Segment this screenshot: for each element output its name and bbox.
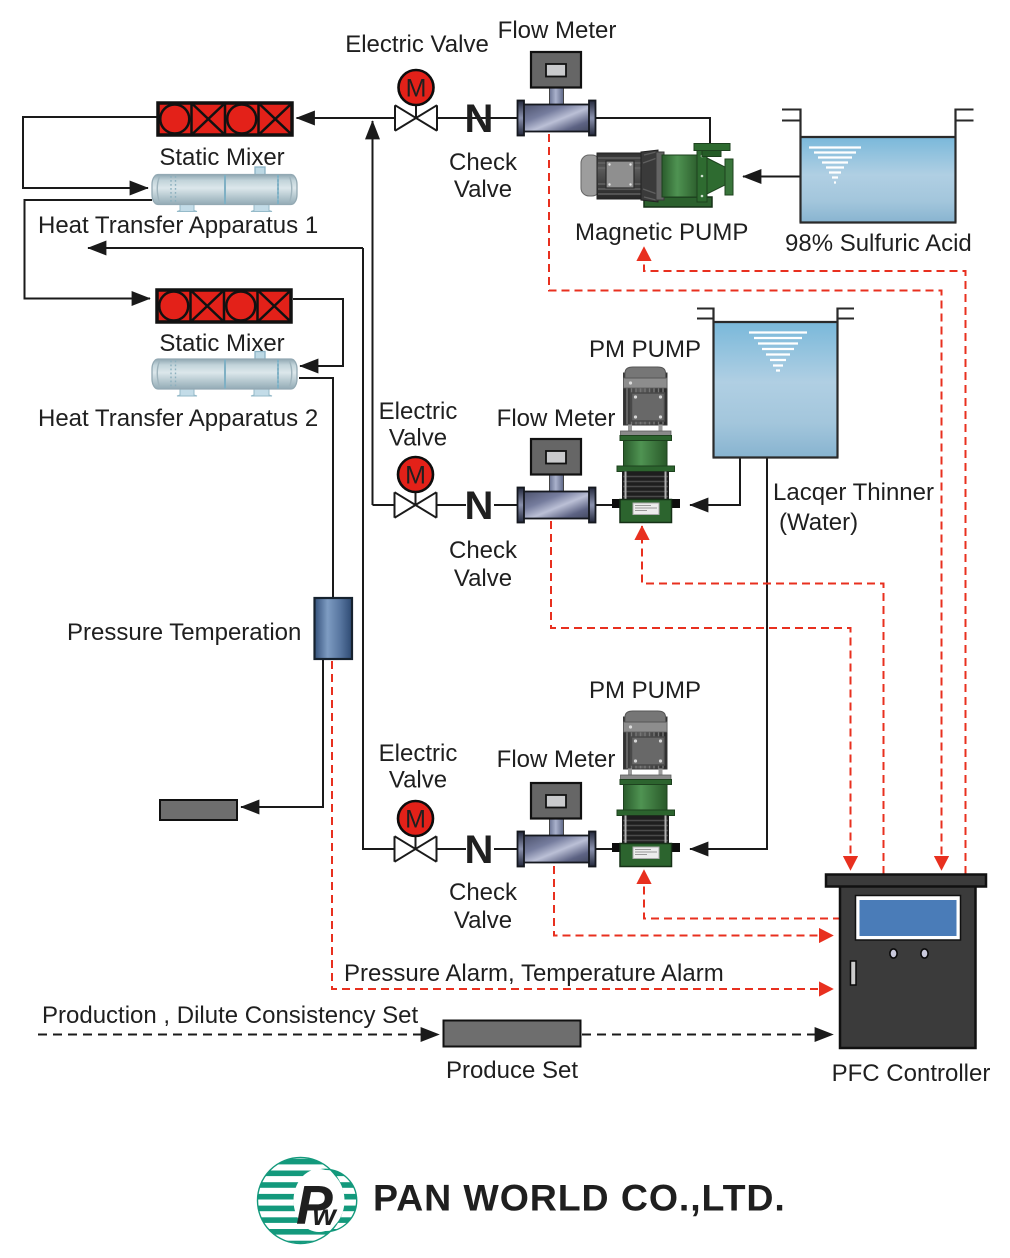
svg-text:Flow Meter: Flow Meter: [497, 405, 616, 432]
svg-text:Flow Meter: Flow Meter: [497, 746, 616, 773]
svg-text:P: P: [296, 1174, 333, 1236]
svg-text:PAN WORLD CO.,LTD.: PAN WORLD CO.,LTD.: [373, 1177, 786, 1219]
svg-text:Magnetic PUMP: Magnetic PUMP: [575, 219, 748, 246]
svg-text:Electric Valve: Electric Valve: [345, 31, 489, 58]
svg-text:Check: Check: [449, 537, 518, 564]
svg-text:Valve: Valve: [454, 176, 512, 203]
svg-text:Check: Check: [449, 149, 518, 176]
svg-text:Valve: Valve: [389, 425, 447, 452]
svg-text:PM PUMP: PM PUMP: [589, 336, 701, 363]
svg-text:Heat Transfer Apparatus 1: Heat Transfer Apparatus 1: [38, 212, 318, 239]
svg-text:Valve: Valve: [454, 907, 512, 934]
svg-text:(Water): (Water): [779, 509, 858, 536]
svg-text:PFC Controller: PFC Controller: [832, 1060, 991, 1087]
svg-text:Static Mixer: Static Mixer: [159, 330, 284, 357]
svg-text:Electric: Electric: [379, 398, 458, 425]
svg-text:N: N: [465, 484, 494, 528]
svg-text:Production , Dilute Consistenc: Production , Dilute Consistency Set: [42, 1002, 419, 1029]
svg-text:Lacqer Thinner: Lacqer Thinner: [773, 479, 934, 506]
svg-text:Static Mixer: Static Mixer: [159, 144, 284, 171]
svg-text:Check: Check: [449, 879, 518, 906]
svg-text:Valve: Valve: [454, 565, 512, 592]
svg-text:Pressure Alarm, Temperature Al: Pressure Alarm, Temperature Alarm: [344, 960, 724, 987]
svg-text:Produce Set: Produce Set: [446, 1057, 578, 1084]
svg-text:N: N: [465, 97, 494, 141]
svg-text:PM PUMP: PM PUMP: [589, 677, 701, 704]
svg-text:Flow Meter: Flow Meter: [498, 17, 617, 44]
svg-text:Pressure Temperation: Pressure Temperation: [67, 619, 301, 646]
svg-text:N: N: [465, 828, 494, 872]
svg-text:98% Sulfuric Acid: 98% Sulfuric Acid: [785, 230, 972, 257]
svg-text:Valve: Valve: [389, 767, 447, 794]
svg-text:Electric: Electric: [379, 740, 458, 767]
svg-text:Heat Transfer Apparatus 2: Heat Transfer Apparatus 2: [38, 405, 318, 432]
svg-text:w: w: [313, 1199, 338, 1232]
